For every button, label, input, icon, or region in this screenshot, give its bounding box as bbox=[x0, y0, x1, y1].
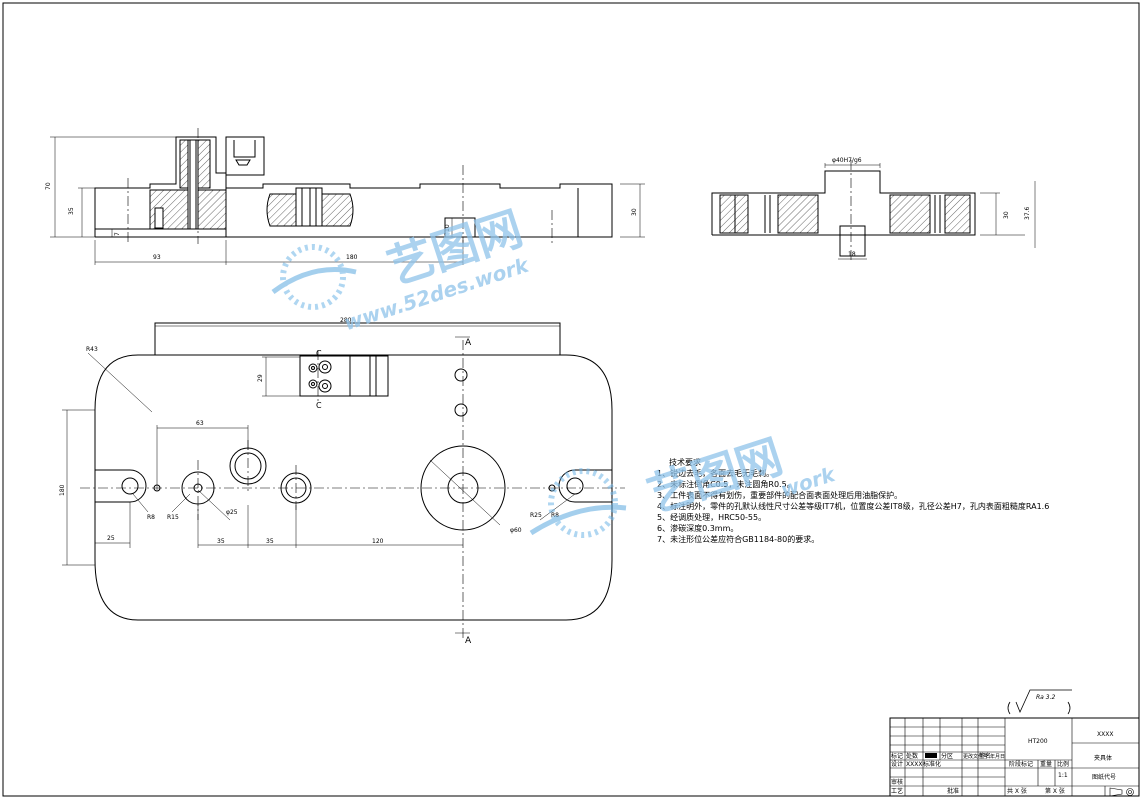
tb-standardize: 标准化 bbox=[923, 760, 941, 768]
tb-approve: 批准 bbox=[947, 787, 959, 795]
tb-designer-label: 设计 bbox=[891, 760, 903, 768]
section-c-top: C bbox=[316, 349, 322, 358]
tb-page: 第 X 张 bbox=[1045, 787, 1065, 795]
tb-part-name: 夹具体 bbox=[1094, 754, 1112, 762]
dim-10: 10 bbox=[444, 224, 451, 232]
tb-sheet: 共 X 张 bbox=[1007, 787, 1027, 795]
technical-requirements: 技术要求 1、锐边去毛，各面去毛无毛刺。 2、未标注倒角C0.5，未注圆角R0.… bbox=[657, 457, 1142, 545]
tech-req-item: 6、渗碳深度0.3mm。 bbox=[657, 524, 739, 533]
dim-side-30: 30 bbox=[1003, 211, 1010, 219]
roughness-symbol bbox=[1007, 689, 1072, 715]
technical-requirements-heading: 技术要求 bbox=[669, 458, 701, 467]
title-block bbox=[889, 717, 1140, 797]
top-view-dimensions bbox=[62, 325, 576, 634]
dim-63: 63 bbox=[196, 420, 204, 427]
tech-req-item: 5、经调质处理，HRC50-55。 bbox=[657, 513, 767, 522]
tb-scale-label: 比例 bbox=[1057, 760, 1069, 768]
dim-side-18: 18 bbox=[848, 251, 856, 258]
dim-180-vertical: 180 bbox=[59, 484, 66, 496]
tb-stage: 阶段标记 bbox=[1009, 760, 1033, 768]
tech-req-item: 2、未标注倒角C0.5，未注圆角R0.5。 bbox=[657, 480, 795, 489]
dim-180: 180 bbox=[346, 254, 358, 261]
dim-d25: φ25 bbox=[226, 509, 238, 516]
roughness-value: Ra 3.2 bbox=[1036, 694, 1055, 701]
dim-280: 280 bbox=[340, 317, 352, 324]
dim-30: 30 bbox=[631, 208, 638, 216]
tb-review: 审核 bbox=[891, 778, 903, 786]
dim-93: 93 bbox=[153, 254, 161, 261]
section-c-bottom: C bbox=[316, 401, 322, 410]
watermark-logo-globe-2 bbox=[529, 468, 627, 538]
dim-r43: R43 bbox=[86, 346, 98, 353]
section-a-bottom: A bbox=[465, 636, 472, 646]
dim-r15: R15 bbox=[167, 514, 179, 521]
dim-r25: R25 bbox=[530, 512, 542, 519]
tb-mark: 标记 bbox=[891, 752, 903, 760]
dim-25: 25 bbox=[107, 535, 115, 542]
dim-bore: φ40H7/g6 bbox=[832, 157, 862, 164]
tb-designer: XXXX bbox=[906, 761, 922, 768]
front-view bbox=[94, 128, 613, 244]
section-a-top: A bbox=[465, 338, 472, 348]
title-block-fill-mark bbox=[925, 753, 937, 758]
tech-req-item: 1、锐边去毛，各面去毛无毛刺。 bbox=[657, 469, 775, 478]
dim-70: 70 bbox=[45, 182, 52, 190]
tb-zone: 分区 bbox=[941, 752, 953, 760]
tech-req-item: 3、工件表面不得有划伤，重要部件的配合面表面处理后用油脂保护。 bbox=[657, 491, 903, 500]
tech-req-item: 4、标注明外，零件的孔默认线性尺寸公差等级IT7机，位置度公差IT8级，孔径公差… bbox=[657, 502, 1050, 511]
tb-process: 工艺 bbox=[891, 787, 903, 795]
dim-r8-left: R8 bbox=[147, 514, 155, 521]
dim-35-b: 35 bbox=[266, 538, 274, 545]
tb-scale: 1:1 bbox=[1058, 772, 1068, 779]
watermark-logo-globe bbox=[271, 244, 357, 310]
dim-29: 29 bbox=[257, 374, 264, 382]
tb-change: 更改文件号 bbox=[963, 753, 988, 760]
tb-date: 年月日 bbox=[990, 753, 1005, 760]
side-view-dimensions bbox=[824, 163, 1036, 260]
side-view bbox=[711, 160, 976, 262]
dim-35: 35 bbox=[68, 207, 75, 215]
tb-material: HT200 bbox=[1028, 738, 1048, 745]
dim-7: 7 bbox=[114, 232, 121, 236]
dim-35-a: 35 bbox=[217, 538, 225, 545]
top-view bbox=[94, 322, 613, 621]
front-view-dimensions bbox=[50, 136, 645, 265]
tb-weight: 重量 bbox=[1040, 760, 1052, 768]
tb-company: XXXX bbox=[1097, 731, 1113, 738]
projection-symbol bbox=[1109, 787, 1134, 797]
tb-count: 处数 bbox=[906, 752, 918, 760]
tb-drawing-no: 图纸代号 bbox=[1092, 773, 1116, 781]
tb-sign: 签名 bbox=[979, 752, 991, 760]
dim-side-37-6: 37.6 bbox=[1024, 206, 1031, 220]
dim-d60: φ60 bbox=[510, 527, 522, 534]
tech-req-item: 7、未注形位公差应符合GB1184-80的要求。 bbox=[657, 535, 820, 544]
dim-120: 120 bbox=[372, 538, 384, 545]
